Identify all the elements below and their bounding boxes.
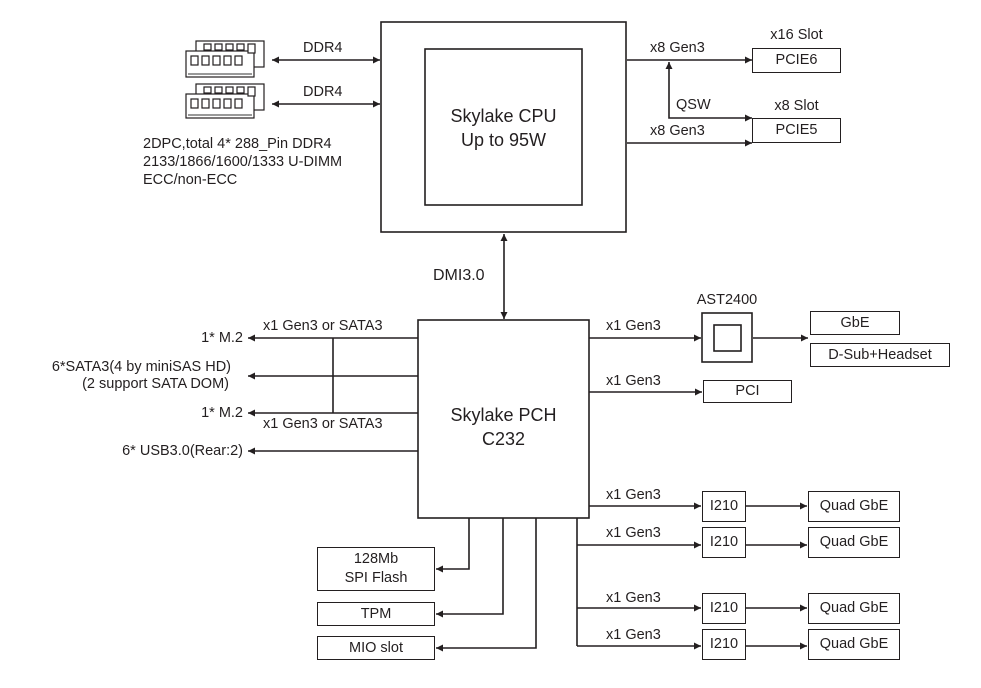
nic-port-1: Quad GbE	[808, 491, 900, 522]
nic-port-3: Quad GbE	[808, 593, 900, 624]
pci-box: PCI	[703, 380, 792, 403]
pcie5-caption: x8 Slot	[774, 98, 819, 114]
cpu-outer-box	[380, 21, 627, 233]
memory-desc-line-2: 2133/1866/1600/1333 U-DIMM	[143, 154, 343, 170]
ast2400-inner-box	[713, 324, 742, 352]
memory-desc-line-1: 2DPC,total 4* 288_Pin DDR4	[143, 136, 332, 152]
gbe-box: GbE	[810, 311, 900, 335]
pci-link-label: x1 Gen3	[606, 373, 661, 389]
nic-port-2: Quad GbE	[808, 527, 900, 558]
spi-flash-size: 128Mb	[353, 551, 399, 567]
memory-desc-line-3: ECC/non-ECC	[143, 172, 238, 188]
ddr4-label-1: DDR4	[303, 40, 343, 56]
tpm-link	[436, 518, 504, 618]
qsw-link	[665, 62, 752, 122]
dmi-label: DMI3.0	[433, 267, 485, 284]
spi-flash-name: SPI Flash	[344, 570, 408, 586]
ast2400-label: AST2400	[696, 292, 758, 308]
dimm-icon-1	[185, 40, 265, 78]
memory-desc: 2DPC,total 4* 288_Pin DDR4 2133/1866/160…	[143, 135, 342, 189]
pch-box	[417, 319, 590, 519]
sata-label: 6*SATA3(4 by miniSAS HD) (2 support SATA…	[0, 359, 231, 393]
dsub-headset-box: D-Sub+Headset	[810, 343, 950, 367]
pcie5-link-label: x8 Gen3	[650, 123, 705, 139]
nic-port-4: Quad GbE	[808, 629, 900, 660]
ddr4-label-2: DDR4	[303, 84, 343, 100]
cpu-label: Skylake CPU Up to 95W	[425, 104, 582, 152]
cpu-inner-box	[424, 48, 583, 206]
bmc-link-label: x1 Gen3	[606, 318, 661, 334]
pcie6-slot: PCIE6	[752, 48, 841, 73]
cpu-name: Skylake CPU	[450, 106, 557, 126]
usb-label: 6* USB3.0(Rear:2)	[122, 443, 243, 459]
nic-link-label-2: x1 Gen3	[606, 525, 661, 541]
m2-top-label: 1* M.2	[201, 330, 243, 346]
m2-bottom-label: 1* M.2	[201, 405, 243, 421]
spi-flash-box: 128Mb SPI Flash	[317, 547, 435, 591]
pch-model: C232	[481, 429, 526, 449]
nic-controller-2: I210	[702, 527, 746, 558]
pch-label: Skylake PCH C232	[418, 403, 589, 451]
qsw-label: QSW	[676, 97, 711, 113]
m2-bottom-link-label: x1 Gen3 or SATA3	[263, 416, 383, 432]
nic-link-label-1: x1 Gen3	[606, 487, 661, 503]
pcie6-link-label: x8 Gen3	[650, 40, 705, 56]
spi-link	[436, 518, 470, 573]
nic-link-label-4: x1 Gen3	[606, 627, 661, 643]
sata-label-line-2: (2 support SATA DOM)	[82, 376, 229, 392]
nic-controller-4: I210	[702, 629, 746, 660]
m2-top-link-label: x1 Gen3 or SATA3	[263, 318, 383, 334]
pcie5-slot: PCIE5	[752, 118, 841, 143]
dimm-icon-2	[185, 83, 265, 119]
mio-link	[436, 518, 537, 652]
mio-slot-box: MIO slot	[317, 636, 435, 660]
nic-controller-3: I210	[702, 593, 746, 624]
pch-name: Skylake PCH	[450, 405, 557, 425]
nic-controller-1: I210	[702, 491, 746, 522]
pcie6-caption: x16 Slot	[770, 27, 823, 43]
tpm-box: TPM	[317, 602, 435, 626]
cpu-tdp: Up to 95W	[460, 130, 547, 150]
sata-label-line-1: 6*SATA3(4 by miniSAS HD)	[51, 359, 231, 375]
nic-link-label-3: x1 Gen3	[606, 590, 661, 606]
